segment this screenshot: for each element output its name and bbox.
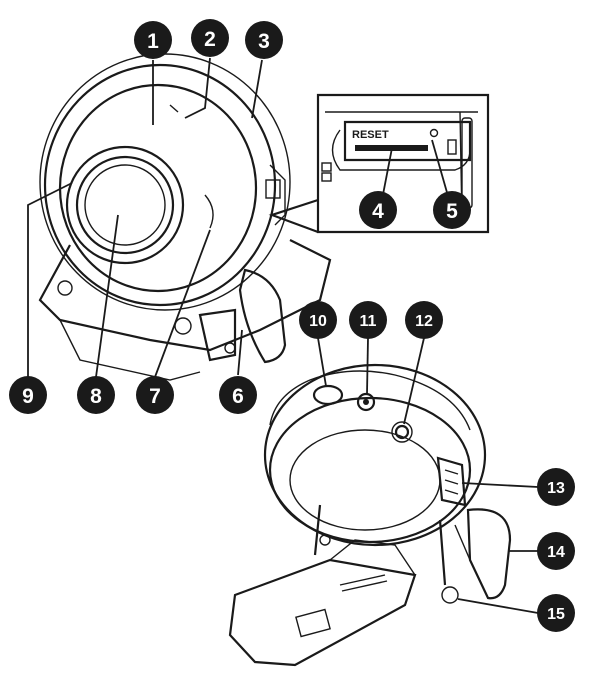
svg-text:5: 5 [446, 200, 458, 223]
callout-7: 7 [136, 376, 174, 414]
svg-text:13: 13 [547, 480, 565, 497]
callout-3: 3 [245, 21, 283, 59]
callout-13: 13 [537, 468, 575, 506]
callout-2: 2 [191, 19, 229, 57]
svg-text:3: 3 [258, 30, 270, 53]
callout-12: 12 [405, 301, 443, 339]
svg-text:15: 15 [547, 606, 565, 623]
svg-text:2: 2 [204, 28, 216, 51]
callout-11: 11 [349, 301, 387, 339]
front-view-camera [40, 54, 330, 380]
svg-text:6: 6 [232, 385, 244, 408]
svg-text:8: 8 [90, 385, 102, 408]
front-side-cover [240, 270, 285, 362]
svg-text:4: 4 [372, 200, 384, 223]
callout-5: 5 [433, 191, 471, 229]
callout-8: 8 [77, 376, 115, 414]
svg-text:14: 14 [547, 544, 565, 561]
svg-text:9: 9 [22, 385, 34, 408]
reset-label: RESET [352, 129, 389, 141]
callout-1: 1 [134, 21, 172, 59]
inset-leader-wedge [272, 200, 318, 232]
svg-text:7: 7 [149, 385, 161, 408]
callout-10: 10 [299, 301, 337, 339]
reset-button [431, 130, 438, 137]
callout-4: 4 [359, 191, 397, 229]
svg-text:12: 12 [415, 313, 433, 330]
callout-9: 9 [9, 376, 47, 414]
svg-text:1: 1 [147, 30, 159, 53]
callout-6: 6 [219, 376, 257, 414]
back-button-10 [314, 386, 342, 404]
back-body-outer [265, 365, 485, 545]
callout-15: 15 [537, 594, 575, 632]
svg-text:11: 11 [360, 313, 377, 330]
callout-14: 14 [537, 532, 575, 570]
back-view-camera [230, 365, 510, 665]
back-stand-plate [230, 560, 415, 665]
back-tripod-knob [442, 587, 458, 603]
back-terminal-cover [468, 509, 510, 598]
svg-text:10: 10 [309, 313, 327, 330]
